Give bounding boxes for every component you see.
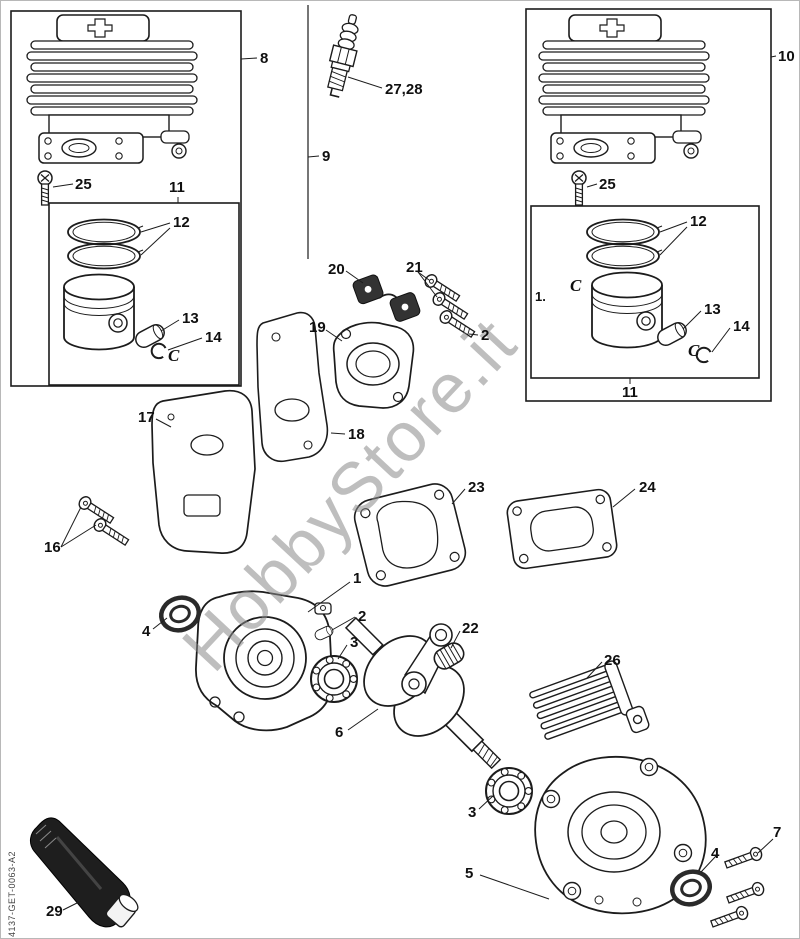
callout-clip-symbol-left: C: [168, 346, 180, 365]
callout-gasket-24: 24: [639, 479, 656, 496]
callout-rings-left: 12: [173, 214, 190, 231]
part-26-drawing: [527, 655, 651, 764]
callout-cylinder-left: 8: [260, 50, 269, 67]
callout-clip-symbol-right-bottom: C: [688, 341, 700, 360]
callout-bearing-3-lower: 3: [468, 804, 477, 821]
callout-piston-box-right: 11: [622, 384, 638, 401]
callout-gasket-18: 18: [348, 426, 365, 443]
callout-screws-16: 16: [44, 539, 61, 556]
gasket-23-drawing: [353, 483, 467, 587]
gasket-18-drawing: [256, 311, 329, 463]
gasket-24-drawing: [506, 488, 618, 570]
callout-screw-25-right: 25: [599, 176, 616, 193]
callout-screw-25-left: 25: [75, 176, 92, 193]
needle-22-drawing: [433, 642, 465, 670]
cylinder-right-drawing: [538, 14, 713, 365]
callout-part-21: 21: [406, 259, 423, 276]
callout-spark-plug: 27,28: [385, 81, 423, 98]
callout-gasket-23: 23: [468, 479, 485, 496]
assembly-boxes: [10, 5, 772, 402]
part-20-drawing: [352, 274, 421, 322]
crankcase-1-drawing: [195, 590, 333, 732]
callout-part-19: 19: [309, 319, 326, 336]
bearing-3-lower-drawing: [485, 767, 533, 815]
callout-part-20: 20: [328, 261, 345, 278]
leader-lines: [52, 55, 777, 911]
callout-dowel-2: 2: [358, 608, 367, 625]
callout-screw-2: 2: [481, 327, 490, 344]
callout-pin-right: 13: [704, 301, 721, 318]
callout-clip-symbol-right-top: C: [570, 276, 582, 295]
sealant-tube-29-drawing: [29, 817, 139, 928]
screws-16-drawing: [76, 493, 132, 549]
callout-seal-4-right: 4: [711, 845, 720, 862]
callout-needle-22: 22: [462, 620, 479, 637]
callout-sealant-29: 29: [46, 903, 63, 920]
callout-piston-box-left: 11: [169, 179, 185, 196]
callout-clip-right: 14: [733, 318, 750, 335]
callout-crankcase-5: 5: [465, 865, 474, 882]
callout-note-right: 1.: [535, 289, 546, 304]
callout-bearing-3-upper: 3: [350, 634, 359, 651]
callout-seal-4-left: 4: [142, 623, 151, 640]
callout-part-26: 26: [604, 652, 621, 669]
callout-cylinder-group: 9: [322, 148, 331, 165]
spark-plug-drawing: [327, 14, 359, 98]
callout-cylinder-right: 10: [778, 48, 795, 65]
callout-crankcase-1: 1: [353, 570, 362, 587]
callout-rings-right: 12: [690, 213, 707, 230]
callout-shroud-17: 17: [138, 409, 155, 426]
part-19-drawing: [332, 321, 415, 409]
crankshaft-6-drawing: [344, 616, 502, 770]
callout-pin-left: 13: [182, 310, 199, 327]
callout-screws-7: 7: [773, 824, 782, 841]
bearing-3-upper-drawing: [310, 655, 358, 703]
doc-code: 4137-GET-0063-A2: [7, 850, 17, 937]
callout-crankshaft-6: 6: [335, 724, 344, 741]
callout-clip-left: 14: [205, 329, 222, 346]
shroud-17-drawing: [151, 389, 256, 554]
